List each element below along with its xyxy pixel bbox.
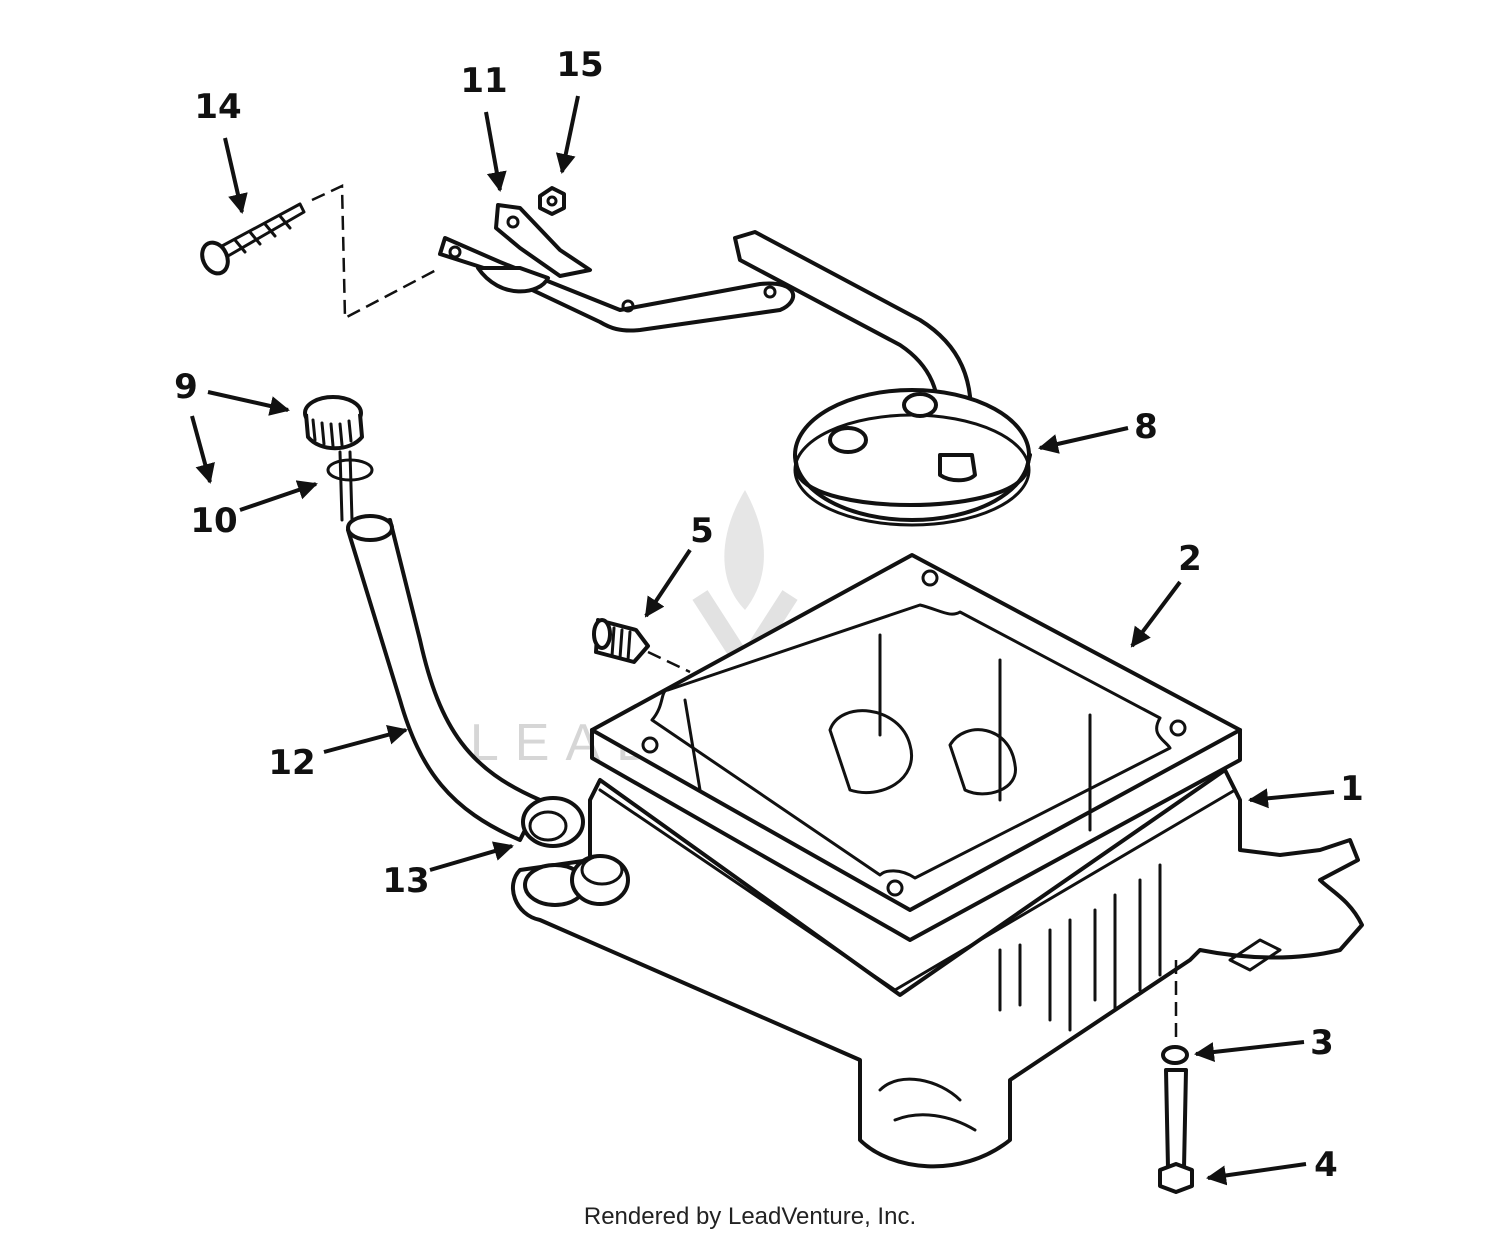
- screw-part: [200, 184, 441, 321]
- callout-10: 10: [190, 501, 237, 541]
- callout-13: 13: [382, 861, 429, 901]
- callout-14: 14: [194, 87, 241, 127]
- oil-pickup-assembly: [438, 186, 1032, 527]
- callout-15: 15: [556, 45, 603, 85]
- bolt-washer-part: [1158, 960, 1194, 1194]
- callout-leaders: [190, 95, 1335, 1186]
- dipstick-assembly: [303, 395, 585, 848]
- callout-8: 8: [1134, 407, 1158, 447]
- sump-gasket-part: [590, 553, 1242, 942]
- drain-plug-part: [592, 618, 691, 674]
- callout-11: 11: [460, 61, 507, 101]
- callout-9: 9: [174, 367, 198, 407]
- base-casting: [510, 768, 1364, 1169]
- callout-3: 3: [1310, 1023, 1334, 1063]
- callout-5: 5: [690, 511, 714, 551]
- rendered-by-credit: Rendered by LeadVenture, Inc.: [583, 1203, 917, 1230]
- callout-2: 2: [1178, 539, 1202, 579]
- callout-12: 12: [268, 743, 315, 783]
- callout-labels: 14 11 15 9 10 8 5 2 12 1 13 3 4: [174, 45, 1364, 1185]
- callout-1: 1: [1340, 769, 1364, 809]
- callout-4: 4: [1314, 1145, 1338, 1185]
